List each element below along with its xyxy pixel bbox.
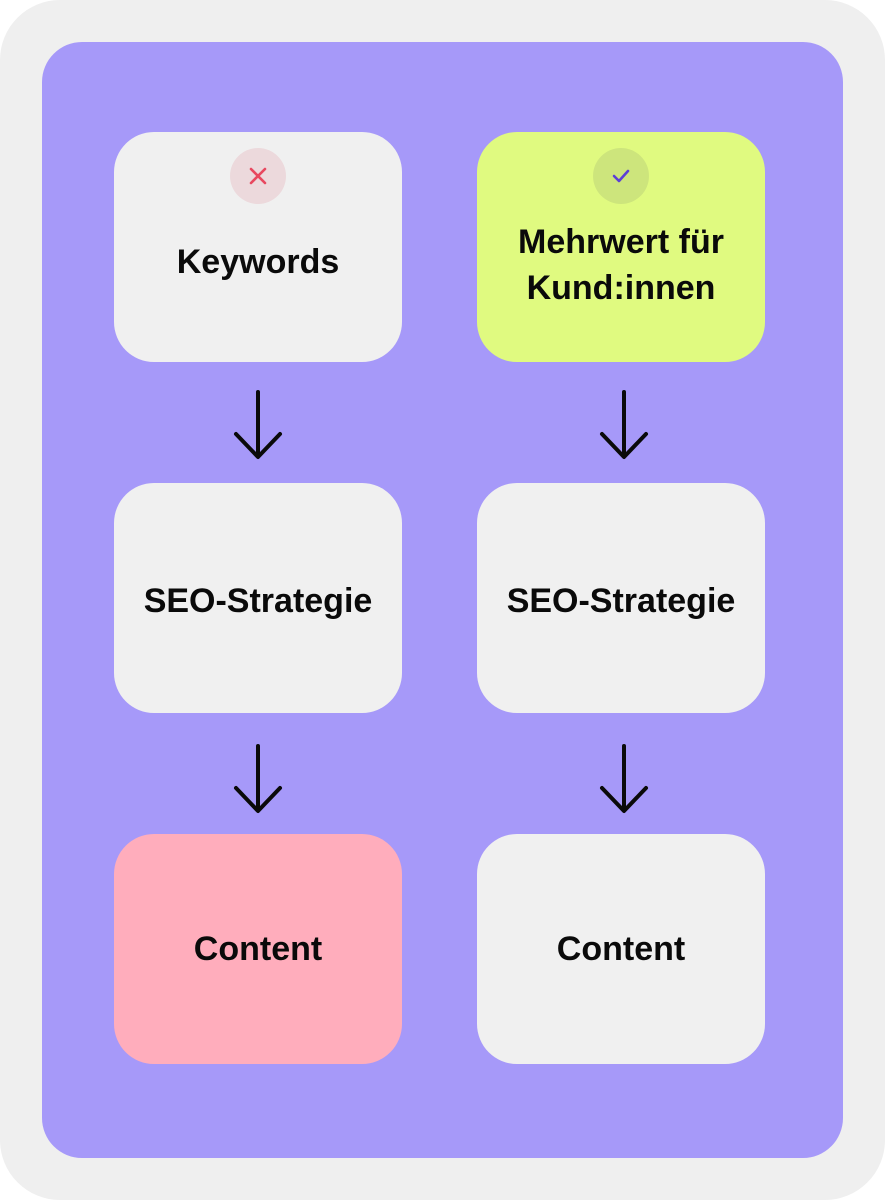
card-label: Keywords: [176, 243, 340, 281]
check-badge: [593, 148, 649, 204]
card-label: SEO-Strategie: [143, 582, 373, 620]
cross-badge: [230, 148, 286, 204]
diagram-panel: Keywords SEO-Strategie Content Mehrwert …: [42, 42, 843, 1158]
card-mehrwert: Mehrwert für Kund:innen: [477, 132, 765, 362]
arrow-down-icon: [600, 744, 648, 813]
card-seo-strategie-left: SEO-Strategie: [114, 483, 402, 713]
card-label: SEO-Strategie: [506, 582, 736, 620]
arrow-down-icon: [234, 390, 282, 459]
card-seo-strategie-right: SEO-Strategie: [477, 483, 765, 713]
arrow-down-icon: [234, 744, 282, 813]
card-content-left: Content: [114, 834, 402, 1064]
card-label: Mehrwert für Kund:innen: [518, 223, 724, 307]
card-label: Content: [556, 930, 686, 968]
check-icon: [612, 169, 630, 183]
arrow-down-icon: [600, 390, 648, 459]
card-label: Content: [193, 930, 323, 968]
cross-icon: [249, 167, 267, 185]
card-content-right: Content: [477, 834, 765, 1064]
card-keywords: Keywords: [114, 132, 402, 362]
